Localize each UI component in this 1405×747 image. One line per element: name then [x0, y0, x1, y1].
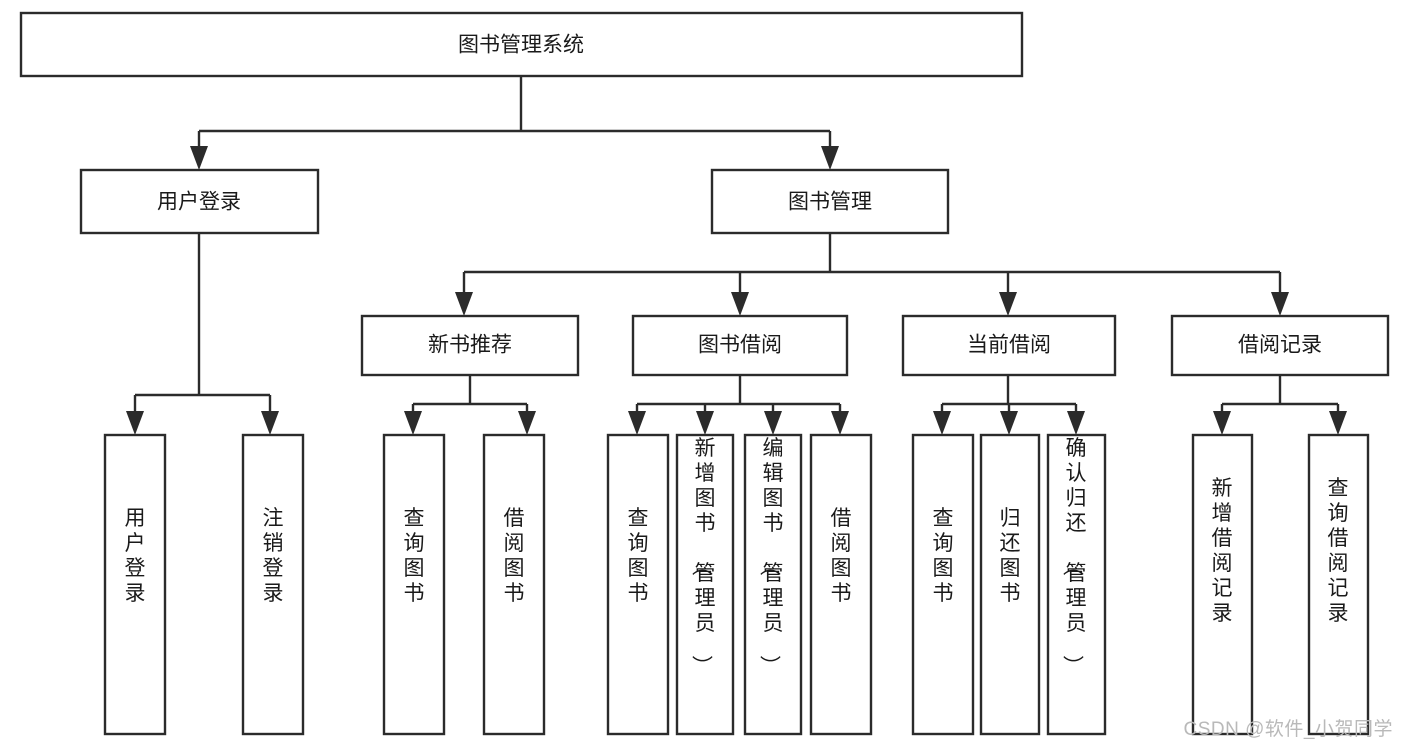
node-current-borrow-box[interactable]: [901, 314, 1117, 377]
node-leaf-query-book-3-label: 查询图书: [933, 507, 954, 605]
node-leaf-edit-book-box[interactable]: [743, 433, 803, 736]
node-leaf-query-book-3-box[interactable]: [911, 433, 975, 736]
node-leaf-confirm-return[interactable]: 确认归还（管理员）: [1046, 433, 1107, 736]
node-borrow-record-label: 借阅记录: [1238, 334, 1322, 357]
node-leaf-confirm-return-label: 确认归还（管理员）: [1061, 437, 1087, 676]
arrow-record-leaf-2: [1329, 411, 1347, 435]
node-book-manage-box[interactable]: [710, 168, 950, 235]
node-leaf-query-book-1-box[interactable]: [382, 433, 446, 736]
node-root-system-label: 图书管理系统: [458, 34, 584, 57]
node-leaf-user-login-label: 用户登录: [125, 507, 146, 605]
node-user-login-box[interactable]: [79, 168, 320, 235]
node-leaf-borrow-book-2[interactable]: 借阅图书: [809, 433, 873, 736]
node-leaf-add-book[interactable]: 新增图书（管理员）: [675, 433, 735, 736]
node-leaf-add-record[interactable]: 新增借阅记录: [1191, 433, 1254, 736]
node-leaf-add-book-box[interactable]: [675, 433, 735, 736]
node-leaf-query-book-1-label: 查询图书: [404, 507, 425, 605]
node-leaf-return-book[interactable]: 归还图书: [979, 433, 1041, 736]
node-leaf-logout-label: 注销登录: [263, 507, 284, 605]
arrow-newbook-leaf-2: [518, 411, 536, 435]
connector-group-root: [190, 76, 839, 170]
arrow-newbook-leaf-1: [404, 411, 422, 435]
arrow-current-leaf-1: [933, 411, 951, 435]
node-leaf-query-book-2[interactable]: 查询图书: [606, 433, 670, 736]
node-new-book-recommend-label: 新书推荐: [428, 334, 512, 357]
csdn-watermark: CSDN @软件_小贺同学: [1183, 719, 1393, 740]
arrow-user-leaf-1: [126, 411, 144, 435]
connector-group-user-login: [126, 233, 279, 435]
node-root-system[interactable]: 图书管理系统: [19, 11, 1024, 78]
arrow-borrow-leaf-3: [764, 411, 782, 435]
node-user-login[interactable]: 用户登录: [79, 168, 320, 235]
node-leaf-query-record-label: 查询借阅记录: [1328, 477, 1349, 625]
node-leaf-query-book-3[interactable]: 查询图书: [911, 433, 975, 736]
node-leaf-query-record[interactable]: 查询借阅记录: [1307, 433, 1370, 736]
node-borrow-record-box[interactable]: [1170, 314, 1390, 377]
node-leaf-return-book-label: 归还图书: [1000, 507, 1021, 605]
node-book-borrow-box[interactable]: [631, 314, 849, 377]
arrow-record-leaf-1: [1213, 411, 1231, 435]
node-leaf-query-book-2-box[interactable]: [606, 433, 670, 736]
connector-group-borrow-book: [628, 375, 849, 435]
arrow-borrow-leaf-4: [831, 411, 849, 435]
node-new-book-recommend-box[interactable]: [360, 314, 580, 377]
node-leaf-logout-box[interactable]: [241, 433, 305, 736]
connector-group-borrow-record: [1213, 375, 1347, 435]
arrow-book-to-new: [455, 292, 473, 316]
arrow-root-to-user: [190, 146, 208, 170]
node-leaf-borrow-book-2-box[interactable]: [809, 433, 873, 736]
node-leaf-confirm-return-box[interactable]: [1046, 433, 1107, 736]
node-leaf-query-book-2-label: 查询图书: [628, 507, 649, 605]
node-borrow-record[interactable]: 借阅记录: [1170, 314, 1390, 377]
node-leaf-add-book-label: 新增图书（管理员）: [690, 437, 716, 676]
arrow-current-leaf-2: [1000, 411, 1018, 435]
node-leaf-user-login[interactable]: 用户登录: [103, 433, 167, 736]
arrow-borrow-leaf-2: [696, 411, 714, 435]
arrow-borrow-leaf-1: [628, 411, 646, 435]
connector-group-book-manage: [455, 233, 1289, 316]
node-leaf-return-book-box[interactable]: [979, 433, 1041, 736]
node-user-login-label: 用户登录: [157, 191, 241, 214]
node-leaf-edit-book-label: 编辑图书（管理员）: [758, 437, 784, 676]
node-book-borrow-label: 图书借阅: [698, 334, 782, 357]
node-leaf-logout[interactable]: 注销登录: [241, 433, 305, 736]
node-leaf-borrow-book-1-box[interactable]: [482, 433, 546, 736]
arrow-book-to-current: [999, 292, 1017, 316]
node-book-manage[interactable]: 图书管理: [710, 168, 950, 235]
connector-group-new-book: [404, 375, 536, 435]
node-leaf-query-book-1[interactable]: 查询图书: [382, 433, 446, 736]
node-current-borrow-label: 当前借阅: [967, 334, 1051, 357]
node-leaf-add-record-box[interactable]: [1191, 433, 1254, 736]
arrow-user-leaf-2: [261, 411, 279, 435]
node-leaf-borrow-book-2-label: 借阅图书: [831, 507, 852, 605]
node-leaf-add-record-label: 新增借阅记录: [1212, 477, 1233, 625]
node-current-borrow[interactable]: 当前借阅: [901, 314, 1117, 377]
node-root-system-box[interactable]: [19, 11, 1024, 78]
node-book-manage-label: 图书管理: [788, 191, 872, 214]
node-leaf-user-login-box[interactable]: [103, 433, 167, 736]
node-book-borrow[interactable]: 图书借阅: [631, 314, 849, 377]
connector-group-current-borrow: [933, 375, 1085, 435]
node-leaf-borrow-book-1-label: 借阅图书: [504, 507, 525, 605]
arrow-book-to-record: [1271, 292, 1289, 316]
arrow-root-to-book: [821, 146, 839, 170]
node-new-book-recommend[interactable]: 新书推荐: [360, 314, 580, 377]
node-leaf-query-record-box[interactable]: [1307, 433, 1370, 736]
arrow-book-to-borrow: [731, 292, 749, 316]
arrow-current-leaf-3: [1067, 411, 1085, 435]
node-leaf-borrow-book-1[interactable]: 借阅图书: [482, 433, 546, 736]
node-leaf-edit-book[interactable]: 编辑图书（管理员）: [743, 433, 803, 736]
